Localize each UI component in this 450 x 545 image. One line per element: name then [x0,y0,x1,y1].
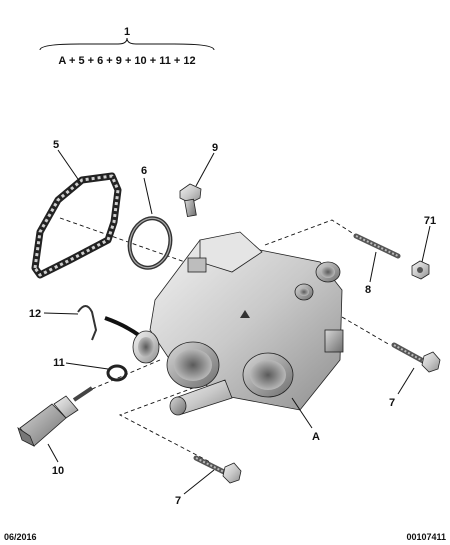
nut-part-71 [411,260,430,280]
callout-5: 5 [53,139,59,151]
bolt-part-7-right [391,342,441,373]
bolt-part-7-bottom [193,455,242,484]
callout-9: 9 [212,142,218,154]
footer: 06/2016 00107411 [4,532,446,542]
assembly-brace [39,37,215,51]
gasket-part-5 [31,172,122,279]
stud-part-8 [353,233,401,259]
callout-10: 10 [52,465,64,477]
callout-12: 12 [29,308,41,320]
clip-part-12 [77,305,142,341]
alignment-lines [59,217,391,463]
callout-labels: 5 6 9 71 8 12 11 7 A 10 7 [29,139,436,507]
thermostat-housing-A [132,231,344,416]
temperature-sensor-part-10 [17,386,94,447]
seal-ring-part-11 [106,364,128,382]
assembly-formula: A + 5 + 6 + 9 + 10 + 11 + 12 [58,55,195,67]
callout-11: 11 [53,357,65,369]
assembly-header: 1 A + 5 + 6 + 9 + 10 + 11 + 12 [39,26,215,67]
callout-A: A [312,431,320,443]
footer-date: 06/2016 [4,532,37,542]
callout-6: 6 [141,165,147,177]
bleed-screw-part-9 [179,183,202,218]
leader-lines [43,149,431,495]
callout-7-right: 7 [389,397,395,409]
callout-7-bottom: 7 [175,495,181,507]
assembly-number: 1 [124,26,130,38]
footer-reference: 00107411 [406,532,446,542]
callout-71: 71 [424,215,436,227]
o-ring-part-6 [127,216,173,270]
callout-8: 8 [365,284,371,296]
